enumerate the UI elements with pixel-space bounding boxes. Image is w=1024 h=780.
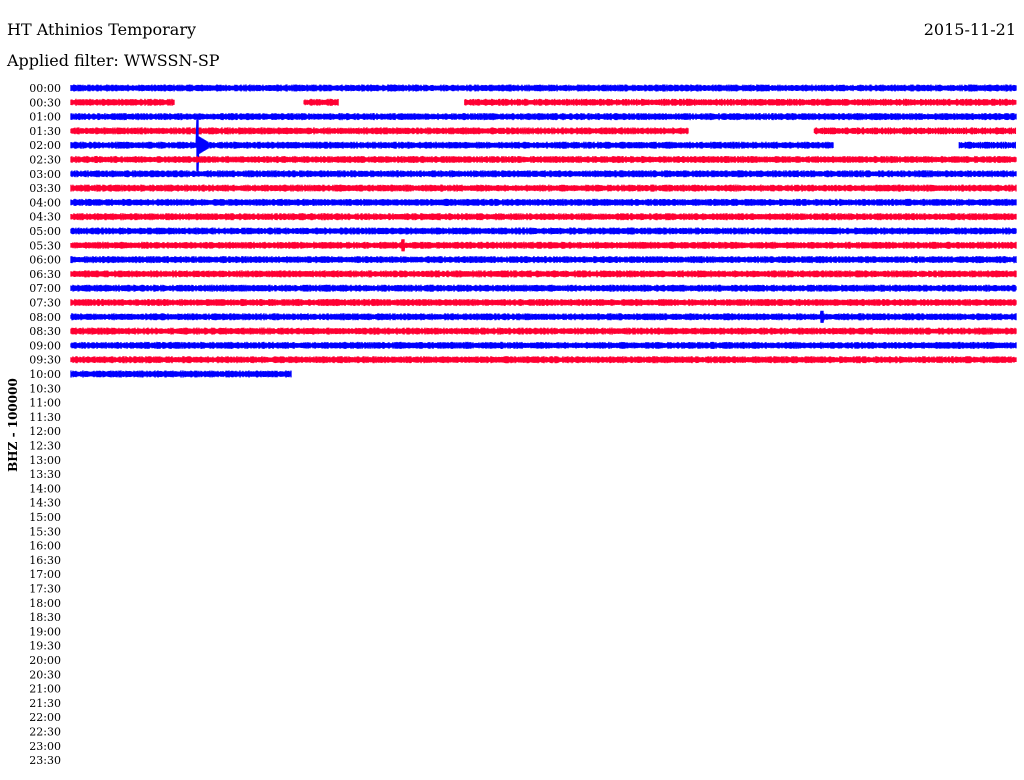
row-time-label: 06:30: [29, 268, 61, 281]
trace-segment: [70, 84, 1017, 92]
row-time-label: 21:30: [29, 697, 61, 710]
row-time-label: 18:30: [29, 611, 61, 624]
trace-segment: [70, 119, 834, 172]
trace-segment: [70, 184, 1017, 192]
trace-segment: [70, 98, 175, 106]
row-time-label: 19:30: [29, 640, 61, 653]
row-time-label: 08:00: [29, 311, 61, 324]
trace-segment: [813, 127, 1017, 135]
date-label: 2015-11-21: [923, 20, 1016, 39]
trace-segment: [958, 141, 1016, 149]
trace-segment: [70, 270, 1017, 278]
row-time-label: 23:00: [29, 740, 61, 753]
row-time-label: 02:30: [29, 154, 61, 167]
row-time-label: 13:00: [29, 454, 61, 467]
trace-segment: [70, 356, 1017, 364]
trace-segment: [70, 284, 1017, 292]
trace-segment: [303, 98, 339, 106]
row-time-label: 12:30: [29, 440, 61, 453]
row-time-label: 04:00: [29, 196, 61, 209]
trace-segment: [70, 155, 1017, 164]
row-time-label: 03:00: [29, 168, 61, 181]
row-time-label: 11:00: [29, 397, 61, 410]
row-time-label: 06:00: [29, 254, 61, 267]
row-time-label: 00:30: [29, 96, 61, 109]
trace-segment: [464, 98, 1017, 106]
row-time-label: 05:00: [29, 225, 61, 238]
row-time-label: 22:30: [29, 726, 61, 739]
row-time-label: 10:30: [29, 382, 61, 395]
row-time-label: 16:30: [29, 554, 61, 567]
row-time-label: 17:30: [29, 583, 61, 596]
row-time-label: 19:00: [29, 625, 61, 638]
row-time-label: 20:00: [29, 654, 61, 667]
row-time-label: 17:00: [29, 568, 61, 581]
trace-segment: [70, 112, 1017, 121]
row-time-label: 09:00: [29, 339, 61, 352]
trace-segment: [70, 310, 1017, 323]
row-time-label: 07:00: [29, 282, 61, 295]
row-time-label: 08:30: [29, 325, 61, 338]
row-time-label: 15:30: [29, 525, 61, 538]
row-time-label: 20:30: [29, 668, 61, 681]
row-time-label: 01:30: [29, 125, 61, 138]
row-time-label: 11:30: [29, 411, 61, 424]
row-time-label: 16:00: [29, 540, 61, 553]
station-title: HT Athinios Temporary: [7, 20, 197, 39]
row-time-label: 01:00: [29, 111, 61, 124]
trace-segment: [70, 341, 1017, 350]
trace-segment: [70, 213, 1017, 221]
trace-segment: [70, 298, 1017, 307]
row-time-label: 07:30: [29, 297, 61, 310]
trace-segment: [70, 239, 1017, 252]
row-time-label: 04:30: [29, 211, 61, 224]
row-time-label: 05:30: [29, 239, 61, 252]
row-time-label: 12:00: [29, 425, 61, 438]
trace-segment: [70, 327, 1017, 335]
filter-label: Applied filter: WWSSN-SP: [7, 51, 220, 70]
trace-segment: [70, 227, 1017, 235]
trace-segment: [70, 255, 1017, 264]
trace-segment: [70, 198, 1017, 207]
row-time-label: 10:00: [29, 368, 61, 381]
trace-segment: [70, 370, 292, 378]
row-time-label: 14:00: [29, 482, 61, 495]
row-time-label: 09:30: [29, 354, 61, 367]
trace-segment: [70, 127, 689, 135]
row-time-label: 00:00: [29, 82, 61, 95]
row-time-label: 13:30: [29, 468, 61, 481]
row-time-label: 03:30: [29, 182, 61, 195]
row-time-label: 22:00: [29, 711, 61, 724]
row-time-label: 21:00: [29, 683, 61, 696]
row-time-label: 02:00: [29, 139, 61, 152]
row-time-label: 18:00: [29, 597, 61, 610]
trace-segment: [70, 170, 1017, 178]
row-time-label: 15:00: [29, 511, 61, 524]
row-time-label: 14:30: [29, 497, 61, 510]
row-time-label: 23:30: [29, 754, 61, 767]
